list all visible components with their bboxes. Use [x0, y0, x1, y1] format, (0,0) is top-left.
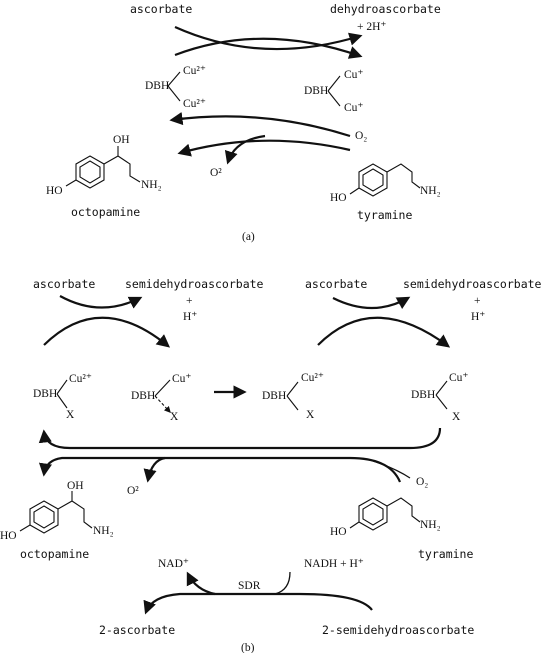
b-o-release-arrow: [143, 456, 166, 483]
b-tyramine-label: tyramine: [418, 547, 473, 561]
b-nadh-label: NADH + H⁺: [304, 558, 364, 570]
a-cu-left-bottom: Cu²⁺: [183, 98, 206, 110]
a-oct-ho: HO: [46, 185, 63, 197]
b-enzyme-arrow-2: [317, 316, 451, 348]
b-octopamine-structure: OH HO NH₂: [0, 480, 114, 542]
b-dbh-3: DBH: [262, 390, 286, 402]
b-tyramine-structure: HO NH₂: [330, 497, 441, 538]
a-ascorbate-label: ascorbate: [130, 2, 192, 16]
a-oct-nh2: NH₂: [141, 179, 162, 191]
panel-b: ascorbate semidehydroascorbate + H⁺ asco…: [0, 277, 541, 653]
b-ascorbate-1: ascorbate: [33, 277, 95, 291]
b-h-2: H⁺: [471, 311, 485, 323]
b-dbh-2: DBH: [131, 390, 155, 402]
b-cu-1: Cu²⁺: [69, 373, 92, 385]
b-sdr-arrow: [143, 592, 373, 615]
b-plus-2: +: [474, 295, 481, 307]
b-x-3: X: [306, 409, 315, 421]
a-panel-label: (a): [242, 231, 255, 243]
b-nad-release-arrow: [186, 571, 216, 596]
b-oct-ho: HO: [0, 530, 17, 542]
b-tyr-ho: HO: [330, 526, 347, 538]
b-panel-label: (b): [241, 642, 255, 653]
b-dbh-1-bonds: [56, 379, 68, 409]
b-h-1: H⁺: [183, 311, 197, 323]
b-sdr-label: SDR: [238, 580, 261, 592]
b-semi-2: semidehydroascorbate: [403, 277, 541, 291]
a-dehydroascorbate-label: dehydroascorbate: [330, 2, 441, 16]
a-o-out-label: O²: [210, 167, 222, 179]
b-substrate-arrow: [38, 456, 402, 483]
b-dbh-1: DBH: [33, 388, 57, 400]
b-x-2: X: [170, 411, 179, 423]
b-tyr-nh2: NH₂: [420, 519, 441, 531]
a-o-release-arrow: [224, 134, 266, 165]
a-dbh-right: DBH: [304, 85, 328, 97]
b-x-4: X: [452, 411, 461, 423]
a-tyr-ho: HO: [330, 192, 347, 204]
b-ascorbate-arrow-2: [332, 296, 411, 310]
a-cu-left-top: Cu²⁺: [183, 65, 206, 77]
b-ascorbate-2: ascorbate: [305, 277, 367, 291]
a-tyramine-structure: HO NH₂: [330, 163, 441, 204]
b-o-out-label: O²: [127, 485, 139, 497]
a-octopamine-structure: OH HO NH₂: [46, 134, 162, 197]
a-substrate-arrow: [177, 139, 351, 157]
a-cu-right-bottom: Cu⁺: [344, 102, 364, 114]
b-enzyme-arrow-1: [43, 316, 171, 348]
b-oct-oh: OH: [67, 480, 84, 492]
panel-a: ascorbate dehydroascorbate + 2H⁺ DBH Cu²…: [46, 2, 441, 243]
b-o2-label: O₂: [416, 476, 428, 488]
b-enzyme-oxidation-arrow: [38, 427, 442, 450]
a-ascorbate-arrow: [174, 25, 363, 51]
a-tyr-nh2: NH₂: [420, 185, 441, 197]
b-x-1: X: [66, 409, 75, 421]
b-cu-2: Cu⁺: [172, 373, 192, 385]
a-dbh-left: DBH: [145, 80, 169, 92]
b-cu-4: Cu⁺: [449, 372, 469, 384]
b-o2-feed: [369, 459, 411, 479]
b-dbh-2-bond-bottom: [154, 395, 171, 413]
a-oct-oh: OH: [113, 134, 130, 146]
b-dbh-4-bonds: [435, 380, 448, 410]
b-semi-1: semidehydroascorbate: [125, 277, 264, 291]
a-dbh-left-bonds: [167, 71, 181, 102]
a-enzyme-reduction-arrow: [174, 37, 363, 59]
b-dbh-2-bond-top: [154, 379, 171, 397]
a-octopamine-label: octopamine: [71, 205, 140, 219]
b-2-semi-label: 2-semidehydroascorbate: [322, 623, 474, 637]
b-plus-1: +: [186, 295, 193, 307]
a-o2-label: O₂: [355, 130, 367, 142]
b-dbh-4: DBH: [411, 389, 435, 401]
a-tyramine-label: tyramine: [357, 208, 412, 222]
b-oct-nh2: NH₂: [93, 525, 114, 537]
a-cu-right-top: Cu⁺: [344, 69, 364, 81]
a-enzyme-oxidation-arrow: [169, 112, 351, 138]
a-dbh-right-bonds: [327, 75, 341, 107]
b-2-ascorbate-label: 2-ascorbate: [99, 623, 175, 637]
a-protons-label: + 2H⁺: [357, 21, 387, 33]
b-nadh-feed: [274, 571, 291, 595]
b-dbh-3-bonds: [286, 381, 299, 411]
b-ascorbate-arrow-1: [59, 295, 143, 309]
b-octopamine-label: octopamine: [20, 547, 89, 561]
b-nad-label: NAD⁺: [158, 558, 189, 570]
b-cu-3: Cu²⁺: [301, 372, 324, 384]
